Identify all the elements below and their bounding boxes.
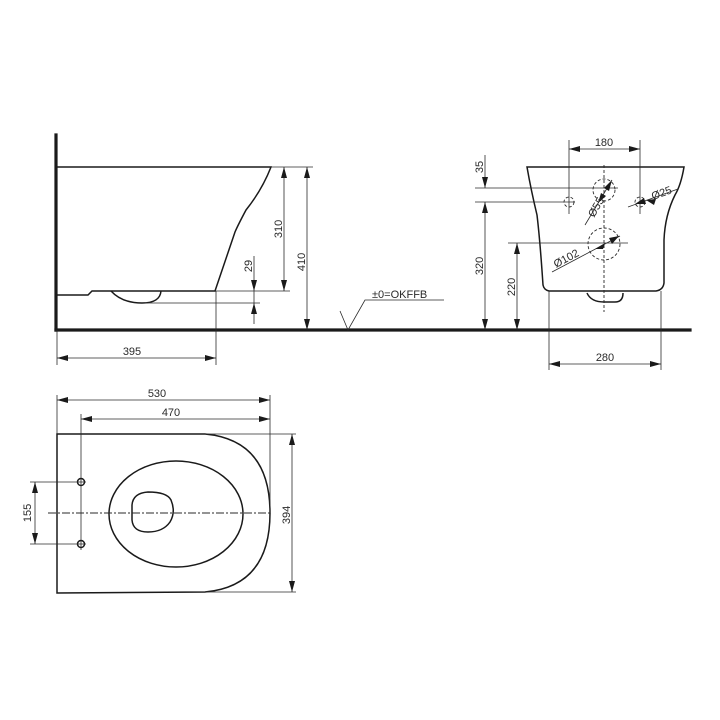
side-view: 310 410 29 395 (54, 133, 692, 365)
top-view: 530 470 155 394 (22, 388, 296, 594)
dimension-410: 410 (296, 167, 310, 330)
dimension-280: 280 (549, 352, 661, 367)
dimension-470-label: 470 (162, 407, 180, 419)
dimension-310: 310 (273, 167, 287, 291)
dimension-155-label: 155 (22, 504, 34, 522)
dimension-320: 320 (474, 202, 488, 330)
dimension-diameter-102-label: Ø102 (552, 247, 581, 270)
dimension-280-label: 280 (596, 352, 614, 364)
top-view-outline (56, 433, 271, 594)
dimension-diameter-102: Ø102 (552, 235, 621, 273)
dimension-310-label: 310 (273, 220, 285, 238)
inlet-circle (592, 178, 616, 202)
dimension-29-label: 29 (243, 260, 255, 272)
dimension-29: 29 (243, 256, 257, 324)
dimension-180: 180 (569, 137, 640, 152)
rear-view-outlet (586, 292, 624, 303)
floor-reference-label: ±0=OKFFB (372, 289, 427, 301)
dimension-410-label: 410 (296, 253, 308, 271)
dimension-530: 530 (57, 388, 270, 403)
dimension-155: 155 (22, 482, 38, 544)
dimension-395-label: 395 (123, 346, 141, 358)
rear-view: 180 35 320 220 280 Ø5 (474, 137, 685, 370)
dimension-diameter-55: Ø55 (584, 179, 613, 226)
dimension-diameter-25-label: Ø25 (650, 184, 674, 202)
side-view-outlet-curve (110, 290, 162, 304)
dimension-320-label: 320 (474, 257, 486, 275)
dimension-530-label: 530 (148, 388, 166, 400)
floor-reference-marker: ±0=OKFFB (339, 289, 444, 331)
dimension-470: 470 (81, 407, 270, 422)
bowl-opening (131, 491, 174, 533)
outlet-circle (587, 227, 621, 261)
dimension-220: 220 (506, 243, 520, 330)
dimension-395: 395 (57, 346, 216, 361)
side-view-outline (57, 166, 273, 296)
dimension-35-label: 35 (474, 161, 486, 173)
seat-ring (108, 460, 244, 568)
rear-view-outline (526, 166, 685, 292)
dimension-35: 35 (474, 155, 488, 188)
dimension-220-label: 220 (506, 278, 518, 296)
dimension-180-label: 180 (595, 137, 613, 149)
dimension-394-label: 394 (281, 506, 293, 524)
floor-reference-symbol (339, 299, 444, 331)
dimension-394: 394 (281, 434, 295, 592)
